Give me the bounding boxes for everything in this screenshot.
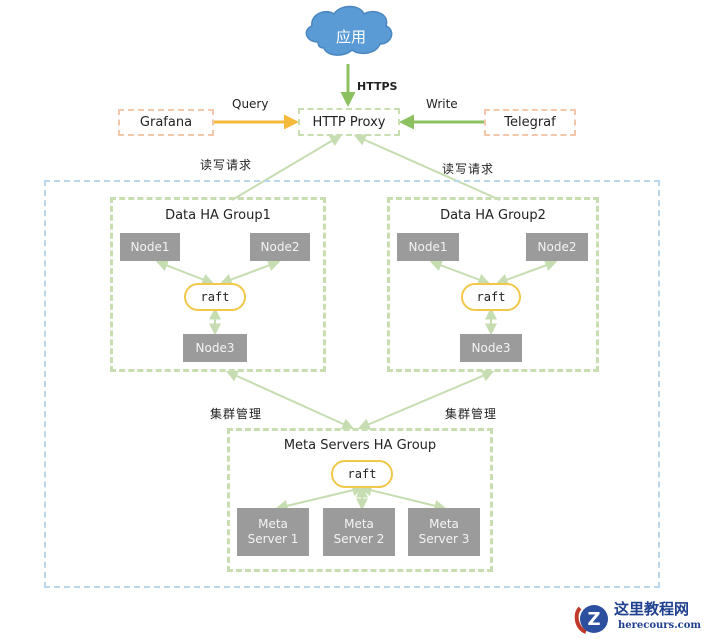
data-ha-group1 — [110, 197, 326, 372]
watermark: Z 这里教程网 herecours.com — [572, 598, 720, 638]
node-label: Node2 — [260, 239, 300, 254]
svg-text:Z: Z — [587, 609, 600, 630]
cloud-icon — [305, 5, 393, 56]
group2-raft: raft — [461, 283, 521, 311]
data-ha-group2 — [387, 197, 599, 372]
node-label: Node1 — [408, 239, 448, 254]
query-label: Query — [232, 97, 269, 111]
group2-node2: Node2 — [526, 233, 588, 261]
watermark-title: 这里教程网 — [614, 600, 690, 618]
cluster-boundary — [44, 180, 660, 588]
meta-servers-group — [227, 428, 493, 572]
group1-title: Data HA Group1 — [165, 208, 271, 223]
https-label: HTTPS — [357, 80, 398, 93]
rw-edge-right — [353, 134, 501, 201]
g1-edge-node2 — [219, 259, 281, 286]
node-label: Node2 — [537, 239, 577, 254]
group1-node1: Node1 — [120, 233, 180, 261]
group2-title: Data HA Group2 — [440, 208, 546, 223]
group2-node1: Node1 — [397, 233, 459, 261]
watermark-subtitle: herecours.com — [618, 620, 702, 631]
grafana-label: Grafana — [139, 115, 193, 130]
write-label: Write — [426, 97, 458, 111]
g2-edge-node1 — [429, 259, 491, 286]
http-proxy-label: HTTP Proxy — [312, 114, 386, 130]
server-label-line2: Server 1 — [247, 532, 299, 546]
grafana-box: Grafana — [118, 109, 214, 136]
raft-label: raft — [347, 467, 377, 481]
telegraf-label: Telegraf — [504, 115, 556, 130]
cluster-edge-right — [357, 370, 495, 430]
server-label-line1: Meta — [344, 517, 374, 531]
node-label: Node1 — [130, 239, 170, 254]
meta-edge-server3 — [359, 484, 447, 512]
rw-label-left: 读写请求 — [200, 158, 253, 172]
meta-server-3: Meta Server 3 — [408, 508, 480, 556]
meta-raft: raft — [331, 460, 393, 488]
cluster-label-left: 集群管理 — [210, 407, 263, 421]
rw-label-right: 读写请求 — [442, 162, 495, 176]
node-label: Node3 — [471, 340, 511, 355]
group1-raft: raft — [184, 283, 246, 311]
watermark-logo-icon: Z — [574, 605, 608, 634]
cluster-label-right: 集群管理 — [445, 407, 498, 421]
app-node: 应用 — [318, 20, 384, 52]
server-label-line1: Meta — [429, 517, 459, 531]
http-proxy-box: HTTP Proxy — [298, 108, 400, 136]
raft-label: raft — [200, 290, 230, 304]
telegraf-box: Telegraf — [484, 109, 576, 136]
app-label: 应用 — [335, 27, 366, 46]
g2-edge-node2 — [495, 259, 558, 286]
meta-server-1: Meta Server 1 — [237, 508, 309, 556]
rw-edge-left — [231, 134, 343, 201]
cluster-edge-left — [225, 370, 355, 430]
server-label-line2: Server 3 — [418, 532, 470, 546]
group2-node3: Node3 — [460, 334, 522, 362]
raft-label: raft — [476, 290, 506, 304]
server-label-line1: Meta — [258, 517, 288, 531]
g1-edge-node1 — [155, 259, 215, 286]
server-label-line2: Server 2 — [333, 532, 385, 546]
meta-server-2: Meta Server 2 — [323, 508, 395, 556]
meta-title: Meta Servers HA Group — [283, 438, 437, 453]
node-label: Node3 — [195, 340, 235, 355]
meta-edge-server1 — [275, 484, 365, 512]
group1-node3: Node3 — [183, 334, 247, 362]
group1-node2: Node2 — [250, 233, 310, 261]
